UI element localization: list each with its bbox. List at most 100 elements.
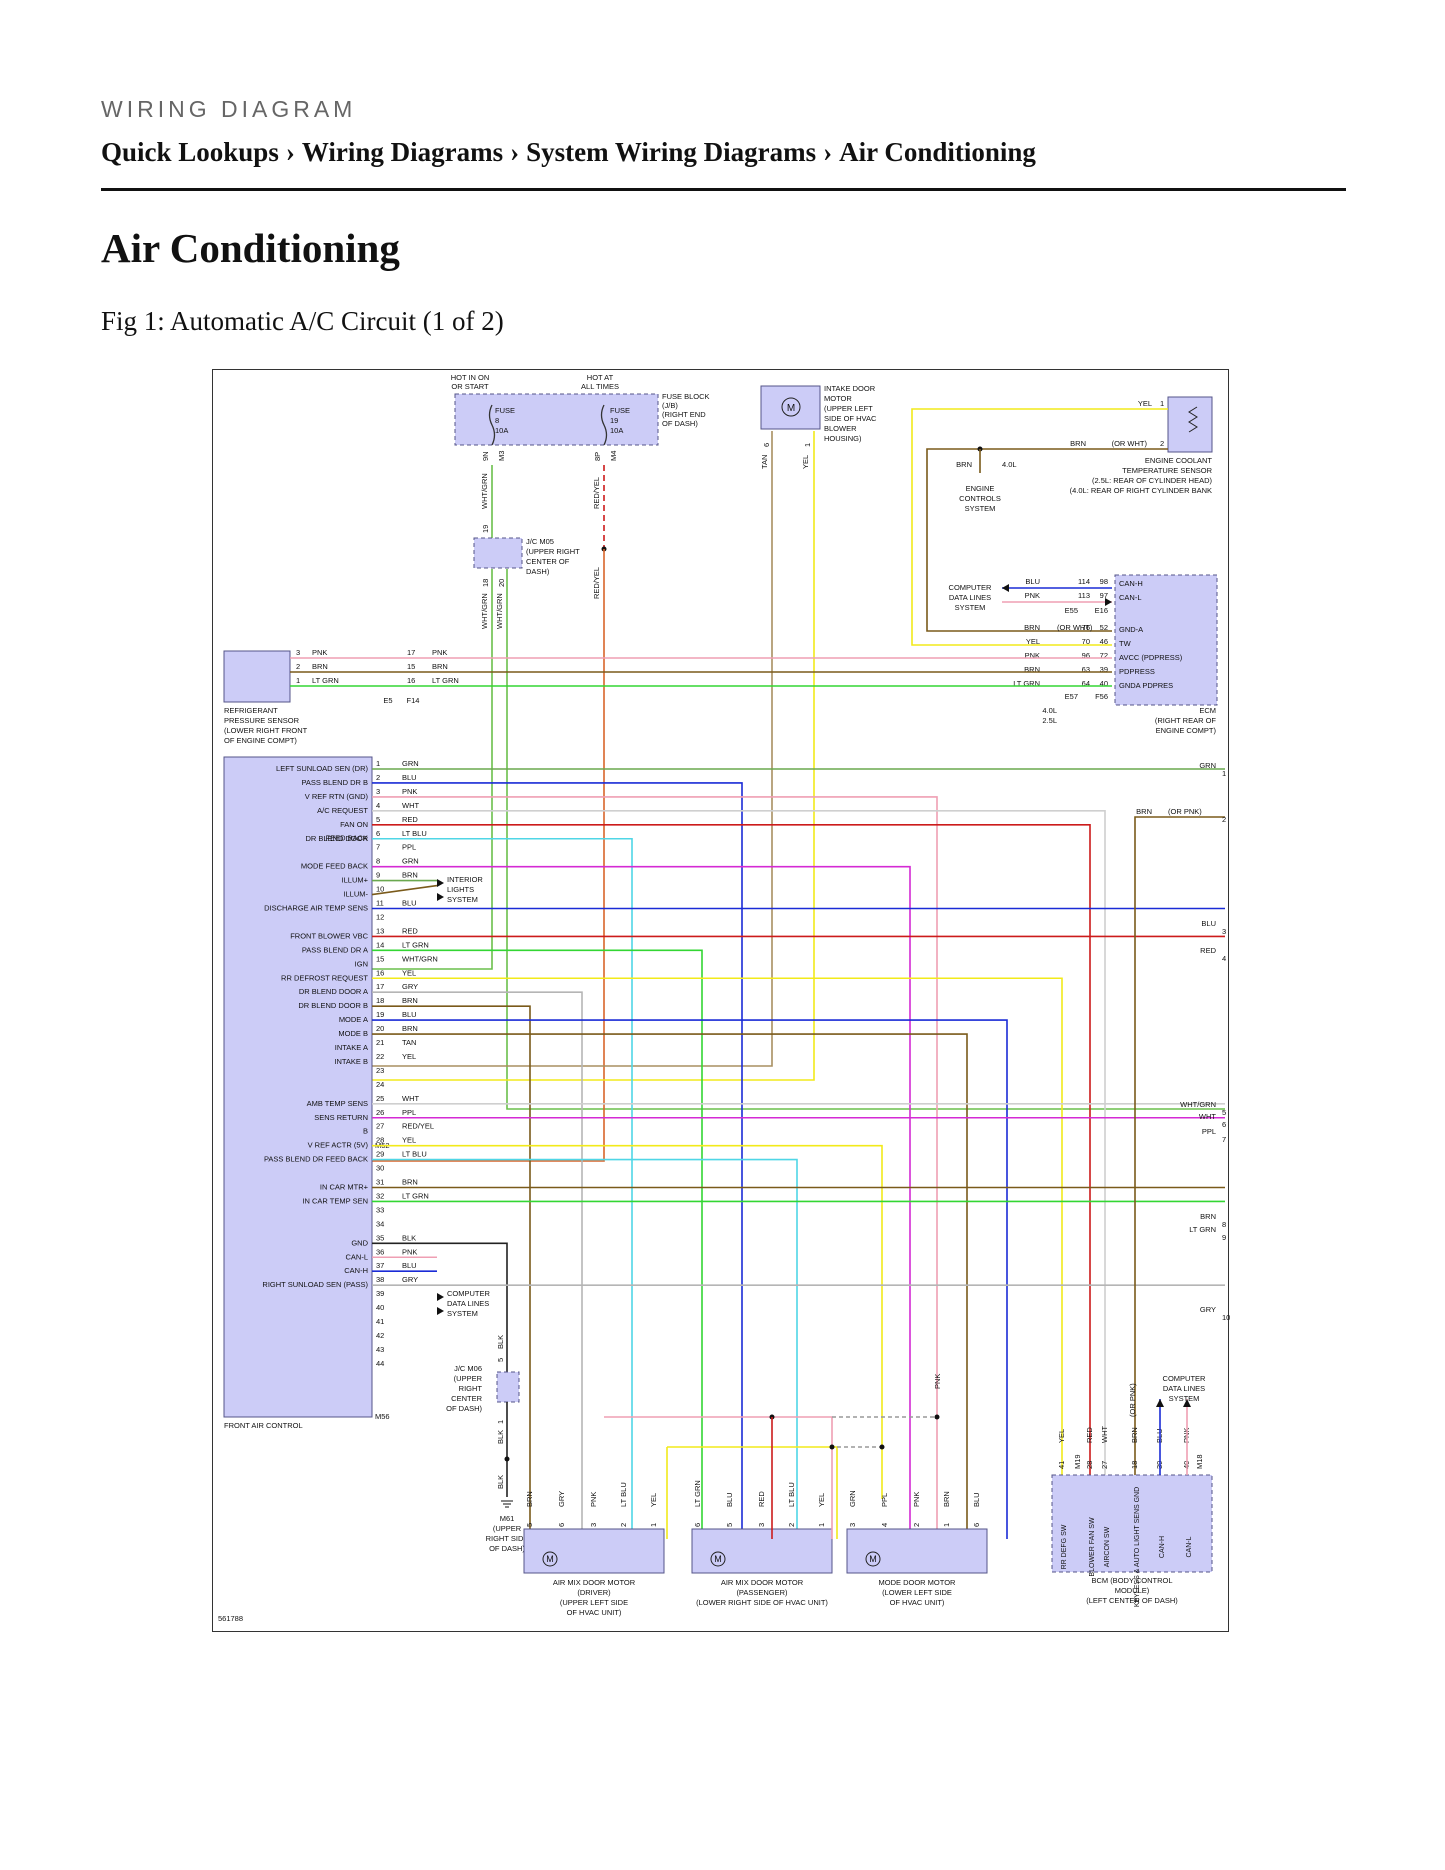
door-motor-label: MODE DOOR MOTOR (879, 1578, 957, 1587)
wire-label: TAN (760, 455, 769, 469)
fac-wire-label: BRN (402, 871, 418, 880)
jc-m06-label: OF DASH) (446, 1404, 482, 1413)
computer-data-lines-label: COMPUTER (447, 1289, 491, 1298)
bcm-label: MODULE) (1115, 1586, 1150, 1595)
fac-signal-label: IN CAR TEMP SEN (302, 1196, 368, 1205)
fuse-block (454, 393, 659, 446)
fac-pin-number: 37 (376, 1261, 384, 1270)
fac-wire-label: PPL (402, 843, 416, 852)
door-motor-label: (UPPER LEFT SIDE (560, 1598, 628, 1607)
intake-motor-label: MOTOR (824, 394, 852, 403)
door-motor-label: AIR MIX DOOR MOTOR (553, 1578, 636, 1587)
door-motor-label: OF HVAC UNIT) (890, 1598, 945, 1607)
fac-pin-number: 18 (376, 996, 384, 1005)
fuse-block-label: OF DASH) (662, 419, 698, 428)
connector-id: M18 (1195, 1454, 1204, 1469)
fac-signal-label: IGN (355, 959, 368, 968)
breadcrumb-wiring-diagrams[interactable]: Wiring Diagrams (301, 137, 504, 167)
refrigerant-sensor-label: OF ENGINE COMPT) (224, 736, 297, 745)
ground-m61-label: OF DASH) (489, 1544, 525, 1553)
arrow-head (1002, 584, 1009, 592)
motor-pin: 3 (757, 1523, 766, 1527)
fac-pin-number: 22 (376, 1052, 384, 1061)
fuse-8-symbol (488, 404, 496, 446)
ref-wire-label: PPL (1202, 1127, 1216, 1136)
jc-pin: 20 (497, 579, 506, 587)
fuse-connector: M4 (609, 451, 618, 461)
ecm-pin: 113 (1078, 591, 1090, 600)
ecm-pin: 46 (1100, 637, 1108, 646)
ecm (1114, 574, 1218, 706)
motor-pin: 6 (693, 1523, 702, 1527)
breadcrumb-separator: › (285, 137, 295, 167)
ref-wire-label: RED (1200, 946, 1216, 955)
fac-signal-label: FAN ON (340, 820, 368, 829)
wire-fac-pin-19 (372, 1019, 1008, 1539)
motor-wire-label: BLU (972, 1492, 981, 1507)
motor-wire-label: GRY (557, 1491, 566, 1507)
fac-signal-label: SENS RETURN (314, 1113, 368, 1122)
ecm-pin: 114 (1078, 577, 1090, 586)
ground-m61-label: RIGHT SIDE (486, 1534, 529, 1543)
ecm-signal: GND-A (1119, 625, 1143, 634)
ecm-signal: CAN-H (1119, 579, 1143, 588)
ecm-label: (RIGHT REAR OF (1155, 716, 1217, 725)
arrow-head (1156, 1399, 1164, 1407)
fuse-connector: M3 (497, 451, 506, 461)
fac-pin-number: 6 (376, 829, 380, 838)
wire-brn-gnd-a (926, 448, 1168, 632)
fac-pin-number: 15 (376, 954, 384, 963)
ecm-pin: 63 (1082, 665, 1090, 674)
bcm-signal: BLOWER FAN SW (1089, 1517, 1096, 1577)
page-title: Air Conditioning (101, 225, 400, 271)
wire-fac-pin-2 (372, 782, 743, 1539)
motor-symbol-letter: M (869, 1554, 877, 1564)
ecm-pin: 72 (1100, 651, 1108, 660)
ecm-wire-label: BRN (1024, 623, 1040, 632)
fac-signal-label: V REF RTN (GND) (305, 792, 369, 801)
bcm-pin: 41 (1057, 1461, 1066, 1469)
jc-m06-label: RIGHT (459, 1384, 483, 1393)
ref-wire-alt: (OR PNK) (1168, 807, 1202, 816)
ref-number: 8 (1222, 1220, 1226, 1229)
jc-m06-connector (496, 1371, 520, 1403)
wire-fac-pin-20 (372, 1033, 968, 1539)
fac-wire-label: YEL (402, 1052, 416, 1061)
motor-pin: 2 (912, 1523, 921, 1527)
engine-coolant-sensor-label: (2.5L: REAR OF CYLINDER HEAD) (1092, 476, 1213, 485)
motor-pin: 2 (787, 1523, 796, 1527)
breadcrumb-quick-lookups[interactable]: Quick Lookups (101, 137, 279, 167)
door-motor-label: (DRIVER) (577, 1588, 611, 1597)
ecm-pin: 70 (1082, 637, 1090, 646)
fac-pin-number: 12 (376, 912, 384, 921)
fac-signal-label: V REF ACTR (5V) (308, 1141, 369, 1150)
ecm-signal: CAN-L (1119, 593, 1142, 602)
fac-wire-label: LT GRN (402, 940, 429, 949)
fac-signal-label: A/C REQUEST (317, 806, 368, 815)
bcm-signal: AIRCON SW (1104, 1526, 1111, 1567)
splice-dot (829, 1444, 835, 1450)
motor-wire-label: YEL (649, 1493, 658, 1507)
motor-symbol-letter: M (714, 1554, 722, 1564)
fac-wire-label: LT BLU (402, 1150, 427, 1159)
fac-wire-label: PNK (402, 1247, 417, 1256)
ref-wire-label: GRY (1200, 1305, 1216, 1314)
bcm-pin: 28 (1085, 1461, 1094, 1469)
sensor-pin: 1 (1160, 399, 1164, 408)
fac-signal-label: MODE FEED BACK (301, 862, 368, 871)
breadcrumb-air-conditioning[interactable]: Air Conditioning (839, 137, 1036, 167)
jc-m05-label: CENTER OF (526, 557, 570, 566)
fac-wire-label: PPL (402, 1108, 416, 1117)
motor-wire-label: LT BLU (619, 1482, 628, 1507)
wire-label: BLK (496, 1475, 505, 1489)
intake-motor-label: BLOWER (824, 424, 857, 433)
ref-wire-label: BLU (1201, 919, 1216, 928)
door-motor-label: (PASSENGER) (736, 1588, 788, 1597)
ref-number: 7 (1222, 1135, 1226, 1144)
fuse-8-label: 8 (495, 416, 499, 425)
splice-dot (504, 1456, 510, 1462)
breadcrumb-system-wiring-diagrams[interactable]: System Wiring Diagrams (526, 137, 817, 167)
fac-wire-label: BLU (402, 773, 417, 782)
fac-pin-number: 41 (376, 1317, 384, 1326)
motor-pin: 5 (525, 1523, 534, 1527)
